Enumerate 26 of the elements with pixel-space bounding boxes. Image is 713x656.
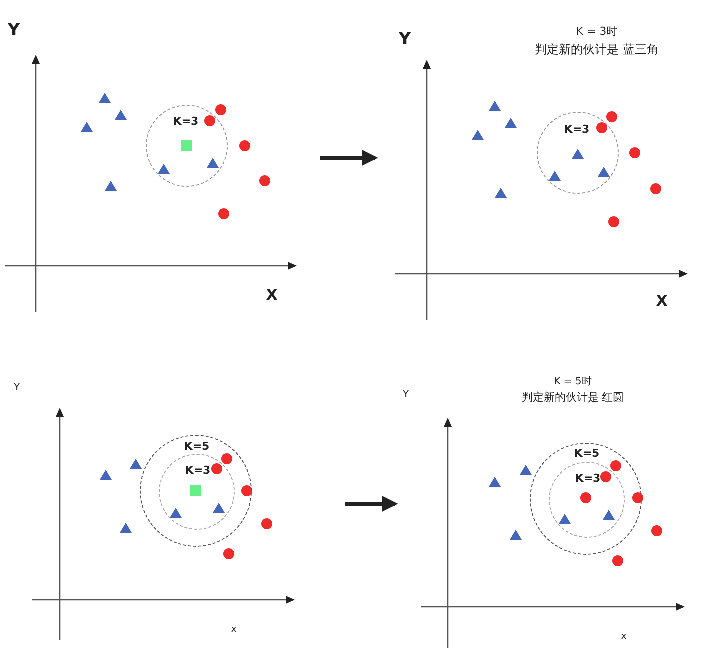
axis-label: Y bbox=[8, 22, 20, 40]
circle-label: K=3 bbox=[185, 464, 211, 478]
neighbor-circle bbox=[549, 462, 625, 538]
caption-text: 判定新的伙计是 红圆 bbox=[522, 392, 624, 404]
axis-label: Y bbox=[402, 390, 410, 400]
neighbor-circle bbox=[159, 454, 235, 530]
neighbor-circle bbox=[146, 105, 228, 187]
axis-label: x bbox=[231, 626, 237, 636]
caption-text: K = 5时 bbox=[554, 376, 592, 388]
axis-label: Y bbox=[14, 382, 20, 394]
neighbor-circle bbox=[140, 435, 252, 547]
circle-label: K=3 bbox=[564, 124, 590, 136]
axis-label: X bbox=[656, 292, 668, 310]
axis-label: Y bbox=[398, 30, 412, 50]
caption-text: K = 3时 bbox=[576, 26, 618, 38]
axis-label: x bbox=[621, 633, 627, 643]
neighbor-circle bbox=[537, 112, 619, 194]
circle-label: K=5 bbox=[574, 448, 600, 460]
neighbor-circle bbox=[530, 443, 642, 555]
axis-label: X bbox=[266, 286, 278, 304]
circle-label: K=5 bbox=[184, 440, 210, 454]
arrow bbox=[320, 150, 378, 166]
circle-label: K=3 bbox=[575, 472, 601, 486]
caption-text: 判定新的伙计是 蓝三角 bbox=[535, 43, 659, 57]
arrow bbox=[345, 496, 398, 512]
circle-label: K=3 bbox=[173, 116, 199, 128]
